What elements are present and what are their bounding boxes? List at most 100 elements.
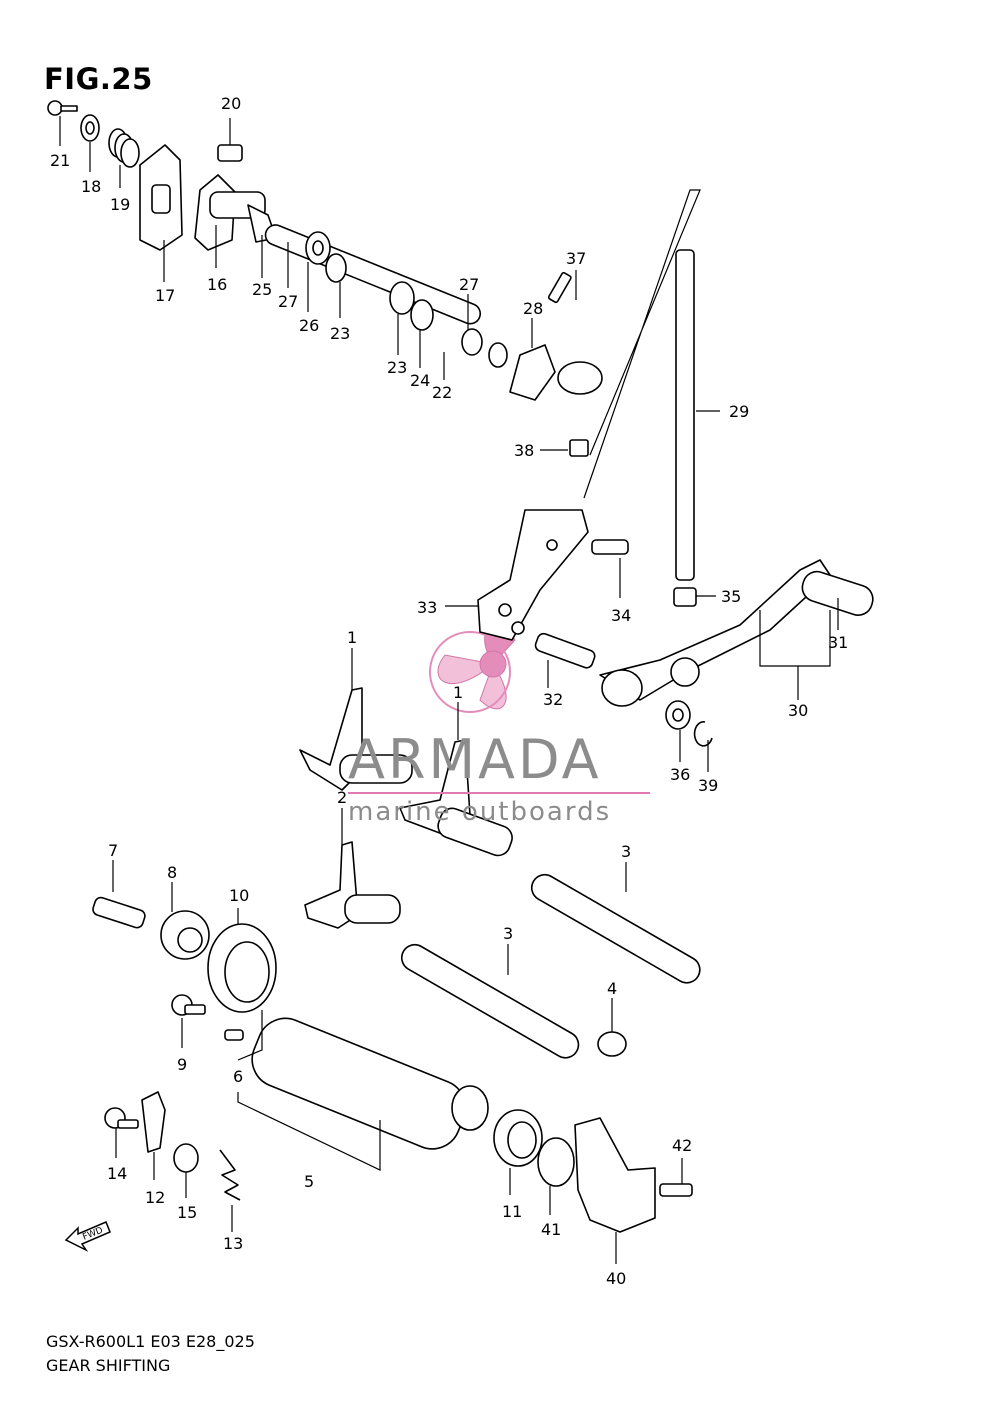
part-9-bolt [171, 994, 206, 1016]
callout-38: 38 [514, 441, 534, 460]
part-10-bearing [207, 923, 277, 1013]
callout-35: 35 [721, 587, 741, 606]
callout-41: 41 [541, 1220, 561, 1239]
callout-36: 36 [670, 765, 690, 784]
callout-2: 2 [337, 788, 347, 807]
part-2-fork [304, 841, 401, 929]
callout-9: 9 [177, 1055, 187, 1074]
leader-lines [59, 116, 839, 1264]
callout-25: 25 [252, 280, 272, 299]
callout-37: 37 [566, 249, 586, 268]
callout-12: 12 [145, 1188, 165, 1207]
callout-17: 17 [155, 286, 175, 305]
callout-29: 29 [729, 402, 749, 421]
callout-34: 34 [611, 606, 631, 625]
callout-27b: 27 [459, 275, 479, 294]
part-21-screw [47, 100, 78, 116]
part-5-gearshift-cam [251, 1017, 489, 1150]
callout-28: 28 [523, 299, 543, 318]
part-1-fork-b [399, 739, 513, 857]
part-35-nut [673, 587, 697, 607]
part-1-fork-a [299, 687, 413, 791]
section-name: GEAR SHIFTING [46, 1356, 171, 1375]
watermark-tagline: marine outboards [348, 797, 612, 827]
part-37-bolt [547, 271, 572, 304]
callout-4: 4 [607, 979, 617, 998]
callout-labels: 1 1 2 3 3 4 5 6 7 8 9 10 11 12 13 14 15 … [50, 94, 848, 1288]
part-12-stopper-arm [141, 1091, 166, 1153]
part-42-bolt [659, 1183, 693, 1197]
callout-15: 15 [177, 1203, 197, 1222]
part-23-bushing-b [389, 281, 415, 315]
callout-27a: 27 [278, 292, 298, 311]
part-26-washer [305, 231, 331, 265]
part-11-bearing [493, 1109, 543, 1167]
fwd-label: FWD [81, 1226, 104, 1243]
callout-16: 16 [207, 275, 227, 294]
callout-5: 5 [304, 1172, 314, 1191]
callout-6: 6 [233, 1067, 243, 1086]
callout-26: 26 [299, 316, 319, 335]
part-30-shift-pedal [599, 559, 831, 707]
callout-22: 22 [432, 383, 452, 402]
callout-21: 21 [50, 151, 70, 170]
part-3-fork-rod-b [400, 943, 580, 1059]
part-15-collar [173, 1143, 199, 1173]
part-33-bracket [477, 509, 589, 641]
callout-20: 20 [221, 94, 241, 113]
callout-1a: 1 [347, 628, 357, 647]
watermark-divider [348, 792, 650, 794]
model-code: GSX-R600L1 E03 E28_025 [46, 1332, 255, 1351]
callout-7: 7 [108, 841, 118, 860]
part-13-spring [219, 1149, 241, 1201]
part-24-seal [410, 299, 434, 331]
part-3-fork-rod-a [530, 873, 701, 984]
callout-39: 39 [698, 776, 718, 795]
callout-42: 42 [672, 1136, 692, 1155]
part-34-bolt [591, 539, 629, 555]
callout-10: 10 [229, 886, 249, 905]
part-6-pin [224, 1029, 244, 1041]
part-28-clamp-arm [509, 344, 603, 401]
part-14-bolt [104, 1107, 139, 1129]
figure-title: FIG.25 [44, 62, 153, 96]
callout-14: 14 [107, 1164, 127, 1183]
forward-arrow-icon: FWD [64, 1221, 111, 1252]
linkage-guide-line [583, 189, 701, 499]
part-17-plate [139, 144, 183, 251]
part-39-clip [693, 721, 713, 747]
callout-30: 30 [788, 701, 808, 720]
callout-24: 24 [410, 371, 430, 390]
part-31-footpeg [801, 570, 874, 616]
callout-19: 19 [110, 195, 130, 214]
part-36-washer [665, 700, 691, 730]
part-38-nut [569, 439, 589, 457]
part-19-spring [108, 128, 140, 168]
part-7-pin [92, 896, 146, 929]
callout-31: 31 [828, 633, 848, 652]
watermark-brand-name: ARMADA [348, 728, 602, 791]
callout-40: 40 [606, 1269, 626, 1288]
part-23-bushing-a [325, 253, 347, 283]
callout-13: 13 [223, 1234, 243, 1253]
part-22-splined-end [461, 328, 508, 368]
callout-33: 33 [417, 598, 437, 617]
part-4-plug [597, 1031, 627, 1057]
callout-18: 18 [81, 177, 101, 196]
callout-3a: 3 [621, 842, 631, 861]
part-8-cam-stopper [160, 910, 210, 960]
callout-23a: 23 [330, 324, 350, 343]
part-40-cover [574, 1117, 656, 1233]
callout-8: 8 [167, 863, 177, 882]
part-32-pivot-bolt [534, 632, 596, 669]
callout-23b: 23 [387, 358, 407, 377]
callout-1b: 1 [453, 683, 463, 702]
callout-11: 11 [502, 1202, 522, 1221]
part-18-washer [80, 114, 100, 142]
callout-3b: 3 [503, 924, 513, 943]
part-29-shift-rod [675, 249, 695, 581]
part-20-pin [217, 144, 243, 162]
part-16-shift-arm [194, 174, 266, 251]
